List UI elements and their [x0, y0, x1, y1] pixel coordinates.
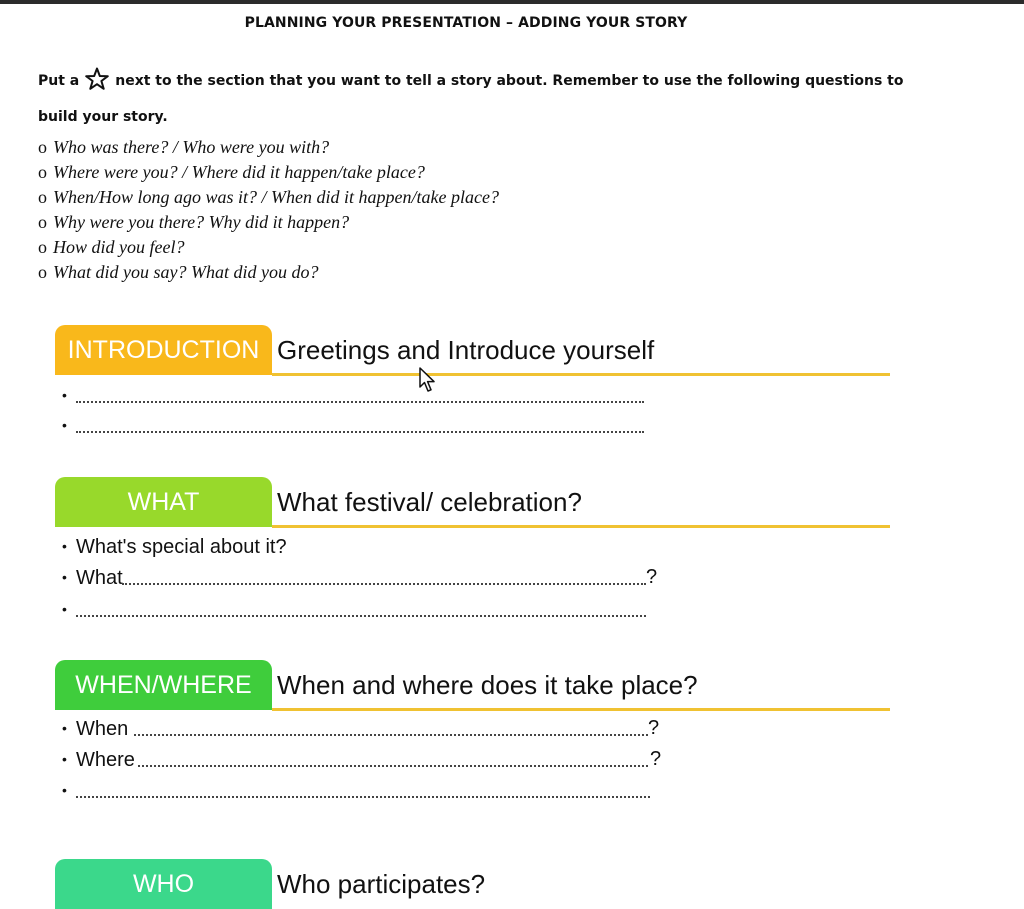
- list-bullet: o: [38, 262, 47, 282]
- dotted-line: [76, 615, 646, 617]
- bullet: •: [62, 751, 67, 767]
- fill-line: •: [62, 778, 650, 802]
- list-item: o Who was there? / Who were you with?: [38, 135, 499, 160]
- instruction-after-star: next to the section that you want to tel…: [38, 73, 904, 125]
- section-rule: [272, 373, 890, 376]
- list-item: o How did you feel?: [38, 235, 499, 260]
- list-item: o What did you say? What did you do?: [38, 260, 499, 285]
- question-text: When/How long ago was it? / When did it …: [53, 187, 499, 207]
- fill-line: • When ?: [62, 716, 659, 740]
- fill-line-text: What: [76, 567, 123, 589]
- list-bullet: o: [38, 187, 47, 207]
- fill-line-text: When: [76, 718, 129, 740]
- section-label: WHO: [55, 859, 272, 909]
- section-heading: Who participates?: [277, 869, 486, 899]
- section-heading: What festival/ celebration?: [277, 487, 582, 517]
- fill-line: • What's special about it?: [62, 534, 287, 558]
- question-mark: ?: [646, 566, 658, 588]
- fill-line: •: [62, 413, 644, 437]
- section-who: WHO Who participates?: [55, 859, 890, 909]
- section-when-where: WHEN/WHERE When and where does it take p…: [55, 660, 890, 711]
- list-item: o Why were you there? Why did it happen?: [38, 210, 499, 235]
- section-introduction: INTRODUCTION Greetings and Introduce you…: [55, 325, 890, 376]
- mouse-cursor-icon: [419, 367, 437, 398]
- fill-line: • Where ?: [62, 747, 661, 771]
- question-mark: ?: [650, 748, 662, 770]
- fill-line-text: Where: [76, 749, 135, 771]
- bullet: •: [62, 782, 67, 798]
- list-item: o Where were you? / Where did it happen/t…: [38, 160, 499, 185]
- fill-line: •: [62, 597, 646, 621]
- bullet: •: [62, 538, 67, 554]
- question-text: What did you say? What did you do?: [53, 262, 319, 282]
- fill-line-text: What's special about it?: [76, 536, 287, 558]
- section-label: INTRODUCTION: [55, 325, 272, 375]
- list-bullet: o: [38, 162, 47, 182]
- question-mark: ?: [648, 717, 660, 739]
- instruction-before-star: Put a: [38, 73, 80, 89]
- question-text: Why were you there? Why did it happen?: [53, 212, 350, 232]
- dotted-line: [76, 431, 644, 433]
- section-rule: [272, 708, 890, 711]
- list-bullet: o: [38, 137, 47, 157]
- question-text: Where were you? / Where did it happen/ta…: [53, 162, 425, 182]
- bullet: •: [62, 601, 67, 617]
- fill-line: •: [62, 383, 644, 407]
- section-heading: Greetings and Introduce yourself: [277, 335, 655, 365]
- section-what: WHAT What festival/ celebration?: [55, 477, 890, 528]
- bullet: •: [62, 387, 67, 403]
- dotted-line: [76, 796, 650, 798]
- bullet: •: [62, 569, 67, 585]
- dotted-line: [76, 401, 644, 403]
- list-bullet: o: [38, 212, 47, 232]
- section-heading: When and where does it take place?: [277, 670, 698, 700]
- dotted-line: [138, 765, 648, 767]
- section-label: WHAT: [55, 477, 272, 527]
- bullet: •: [62, 417, 67, 433]
- dotted-line: [122, 583, 646, 585]
- question-text: How did you feel?: [53, 237, 185, 257]
- fill-line: • What ?: [62, 565, 657, 589]
- list-bullet: o: [38, 237, 47, 257]
- top-border: [0, 0, 1024, 4]
- section-rule: [272, 525, 890, 528]
- question-text: Who was there? / Who were you with?: [53, 137, 330, 157]
- star-icon: [85, 67, 110, 102]
- bullet: •: [62, 720, 67, 736]
- list-item: o When/How long ago was it? / When did it…: [38, 185, 499, 210]
- page-title: PLANNING YOUR PRESENTATION – ADDING YOUR…: [244, 15, 688, 31]
- dotted-line: [134, 734, 648, 736]
- section-label: WHEN/WHERE: [55, 660, 272, 710]
